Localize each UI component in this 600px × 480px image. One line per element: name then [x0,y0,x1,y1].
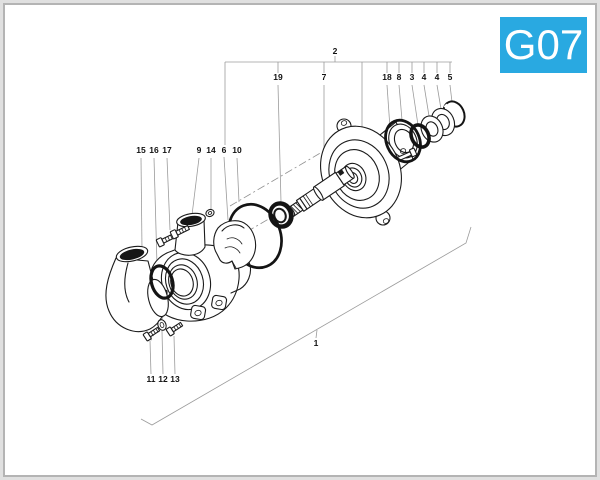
part-label-6: 6 [222,145,227,155]
part-label-2: 2 [333,46,338,56]
part-label-8: 8 [397,72,402,82]
part-label-9: 9 [197,145,202,155]
pump-body [148,208,257,322]
seal-stack [384,100,466,164]
part-label-4b: 4 [435,72,440,82]
part-label-10: 10 [232,145,242,155]
part-label-7: 7 [322,72,327,82]
part-label-19: 19 [273,72,283,82]
mechanical-seal-19 [268,201,294,229]
cover-plate-6 [213,220,257,270]
part-label-11: 11 [147,374,156,384]
part-label-15: 15 [136,145,146,155]
part-label-12: 12 [158,374,168,384]
bolt-11 [142,326,161,342]
o-ring-16 [149,264,175,300]
part-label-17: 17 [162,145,172,155]
part-label-3: 3 [410,72,415,82]
part-label-18: 18 [382,72,392,82]
part-label-4a: 4 [422,72,427,82]
o-ring-8 [384,118,422,164]
part-label-5: 5 [448,72,453,82]
group-bracket-1 [140,226,472,426]
plug-14 [205,208,215,218]
o-ring-3 [409,123,431,149]
part-label-14: 14 [206,145,216,155]
washer-12 [157,319,167,331]
pump-shaft [287,165,355,217]
bolt-13 [165,321,184,337]
section-code-badge: G07 [500,17,587,73]
part-label-13: 13 [170,374,180,384]
leader-lines [140,56,472,426]
mounting-hardware [142,319,184,342]
part-label-16: 16 [149,145,159,155]
part-label-1: 1 [314,338,319,348]
bolt-17b [169,225,190,240]
part-labels: 2 19 7 18 8 3 4 4 5 15 16 17 9 14 6 10 1… [136,46,452,384]
